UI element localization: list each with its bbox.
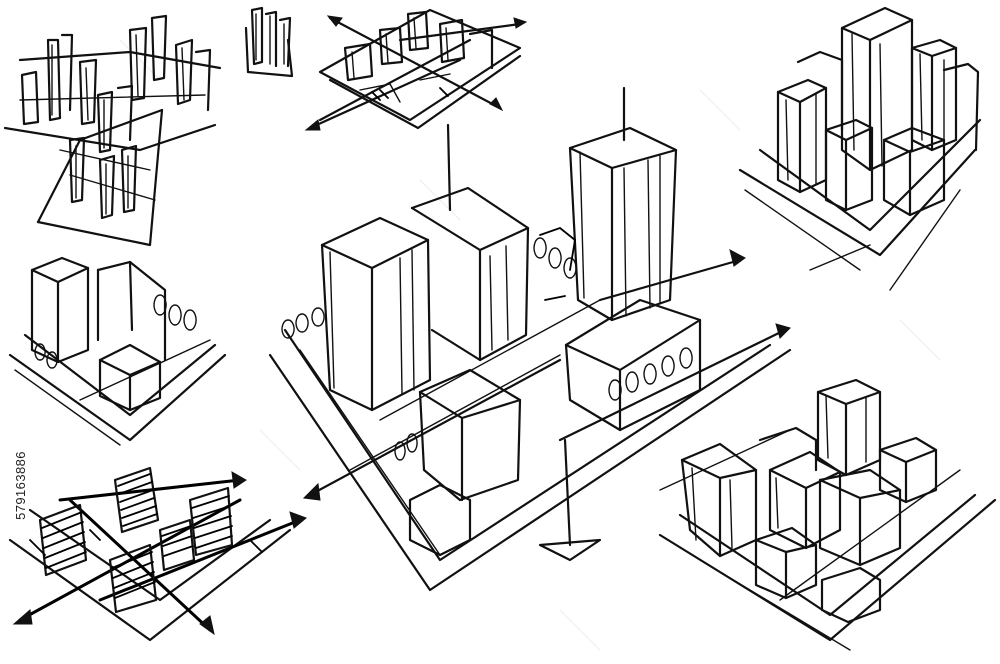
sketch-mid-left-block xyxy=(8,256,227,446)
stock-id-text: 579163886 xyxy=(12,450,28,520)
sketch-center-main-towers xyxy=(268,86,792,592)
sketch-top-right-tower-cluster xyxy=(738,6,982,291)
sketch-bottom-right-block-cluster xyxy=(658,378,997,651)
sketch-top-center-plan-with-arrows xyxy=(304,8,528,131)
sketch-bottom-left-hatched-plan xyxy=(8,466,307,642)
sketch-top-small-cluster xyxy=(244,6,294,78)
stock-id-label: 579163886 xyxy=(0,430,40,540)
watermark-pattern xyxy=(119,39,941,651)
sketch-top-left-wireframe-towers xyxy=(3,14,222,247)
